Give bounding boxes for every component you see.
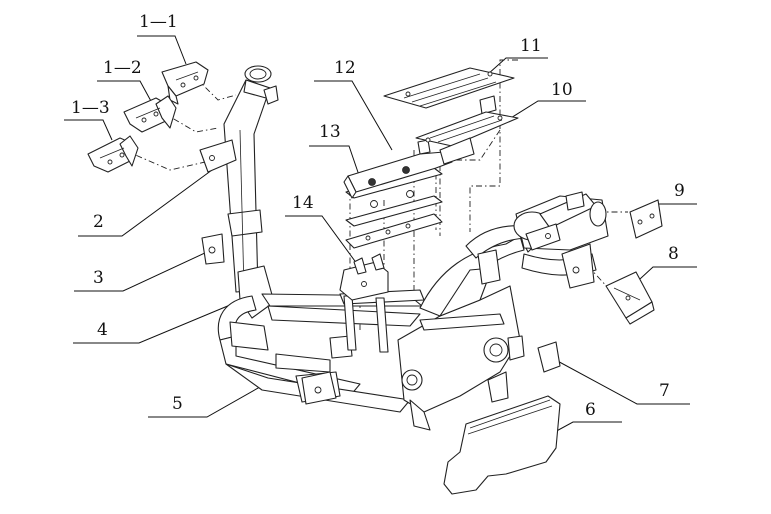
part-1-2-bracket — [123, 95, 177, 133]
main-frame — [217, 206, 605, 431]
callout-7: 7 — [659, 381, 670, 401]
leader-13 — [309, 145, 363, 185]
part-5-bracket — [301, 371, 337, 405]
callout-6: 6 — [585, 400, 596, 420]
part-1-3-bracket — [87, 135, 139, 173]
leader-1-3 — [64, 119, 113, 141]
callout-9: 9 — [674, 181, 685, 201]
front-tube-assembly — [199, 65, 279, 319]
leader-5 — [148, 378, 275, 418]
callout-14: 14 — [292, 193, 314, 213]
rear-carrier — [513, 191, 609, 289]
part-12-bracket — [343, 139, 453, 199]
leader-3 — [74, 251, 208, 292]
callout-5: 5 — [172, 394, 183, 414]
leader-4 — [73, 299, 243, 344]
leader-1-2 — [97, 80, 153, 104]
part-8-bracket — [605, 271, 655, 325]
callout-4: 4 — [97, 320, 108, 340]
part-7-plate — [537, 341, 561, 373]
callout-1-2: 1—2 — [103, 58, 142, 78]
callout-2: 2 — [93, 212, 104, 232]
part-6-shield — [443, 395, 561, 495]
callout-10: 10 — [551, 80, 573, 100]
part-11-plate — [383, 67, 515, 115]
leader-12 — [314, 80, 393, 151]
part-14-bracket — [339, 253, 389, 301]
callout-13: 13 — [319, 122, 341, 142]
leader-1-1 — [137, 35, 187, 65]
callout-8: 8 — [668, 244, 679, 264]
callout-12: 12 — [334, 58, 356, 78]
leader-7 — [551, 357, 690, 405]
callout-1-1: 1—1 — [139, 12, 178, 32]
callout-11: 11 — [520, 36, 542, 56]
part-9-plate — [629, 199, 663, 239]
leader-10 — [497, 100, 586, 127]
part-10-plate — [415, 111, 519, 165]
part-13-brackets — [345, 167, 443, 249]
leader-14 — [285, 215, 361, 269]
leader-2 — [78, 169, 213, 237]
callout-3: 3 — [93, 268, 104, 288]
callout-1-3: 1—3 — [71, 98, 110, 118]
